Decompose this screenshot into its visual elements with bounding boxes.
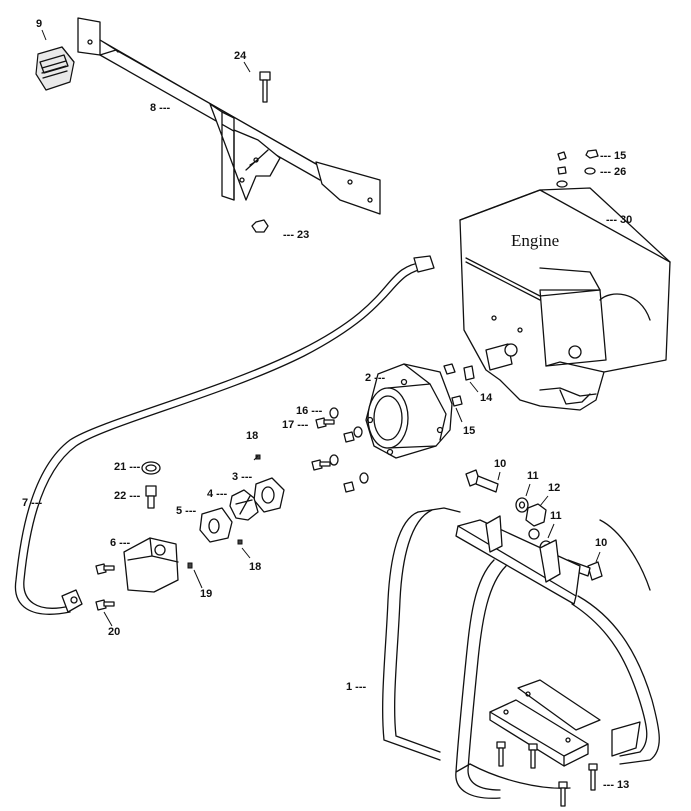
part-3-coupling-half xyxy=(253,477,285,513)
part-6-pump xyxy=(123,537,179,593)
callout-24: 24 xyxy=(234,50,247,62)
part-15-nut-middle xyxy=(443,363,463,407)
part-7-hydraulic-hose xyxy=(14,255,435,615)
callout-9: 9 xyxy=(36,18,43,30)
callout-21: 21 --- xyxy=(114,461,141,473)
part-12-nut xyxy=(525,503,547,540)
part-8-mounting-bar xyxy=(77,17,381,215)
callout-26: --- 26 xyxy=(600,166,627,178)
callout-13: --- 13 xyxy=(603,779,630,791)
callout-6: 6 --- xyxy=(110,537,131,549)
callout-3: 3 --- xyxy=(232,471,253,483)
part-4-spider xyxy=(229,489,259,521)
part-2-bell-housing xyxy=(365,363,453,459)
callout-2: 2 --- xyxy=(365,372,386,384)
part-18-set-screw-lower xyxy=(237,539,243,545)
callout-14: 14 xyxy=(480,392,493,404)
callout-20: 20 xyxy=(108,626,121,638)
callout-12: 12 xyxy=(548,482,561,494)
part-20-bolts xyxy=(95,563,115,611)
part-19-pin xyxy=(187,562,193,569)
part-24-bolt xyxy=(259,71,271,103)
leader-lines xyxy=(41,29,601,627)
callout-1: 1 --- xyxy=(346,681,367,693)
part-22-fitting xyxy=(145,485,157,509)
part-15-26-nut-washer-top xyxy=(556,149,599,188)
part-16-17-bolts-washers xyxy=(311,407,369,493)
callout-10-right: 10 xyxy=(595,537,608,549)
callout-23: --- 23 xyxy=(283,229,310,241)
callout-15-middle: 15 xyxy=(463,425,476,437)
callout-8: 8 --- xyxy=(150,102,171,114)
callout-4: 4 --- xyxy=(207,488,228,500)
callout-18-top: 18 xyxy=(246,430,259,442)
part-10-bolt-left xyxy=(465,469,499,493)
part-18-set-screw-top xyxy=(255,454,261,460)
part-11-washer-top xyxy=(515,497,529,513)
callout-16: 16 --- xyxy=(296,405,323,417)
callout-7: 7 --- xyxy=(22,497,43,509)
callout-19: 19 xyxy=(200,588,213,600)
callout-17: 17 --- xyxy=(282,419,309,431)
callout-18-lower: 18 xyxy=(249,561,262,573)
callout-11-top: 11 xyxy=(527,470,539,482)
callout-5: 5 --- xyxy=(176,505,197,517)
part-21-hose-clamp xyxy=(141,461,161,475)
callout-10-left: 10 xyxy=(494,458,507,470)
part-1-frame xyxy=(382,507,660,799)
part-9-end-cap xyxy=(35,46,75,91)
part-23-nut xyxy=(251,219,269,233)
part-14-key xyxy=(463,365,475,381)
callout-30: --- 30 xyxy=(606,214,633,226)
part-13-bolts xyxy=(496,741,598,807)
callout-22: 22 --- xyxy=(114,490,141,502)
part-5-coupling-half xyxy=(199,507,233,543)
engine-label: Engine xyxy=(511,231,560,250)
part-30-engine xyxy=(459,187,671,411)
callout-15-top: --- 15 xyxy=(600,150,627,162)
callout-11-bottom: 11 xyxy=(550,510,562,522)
